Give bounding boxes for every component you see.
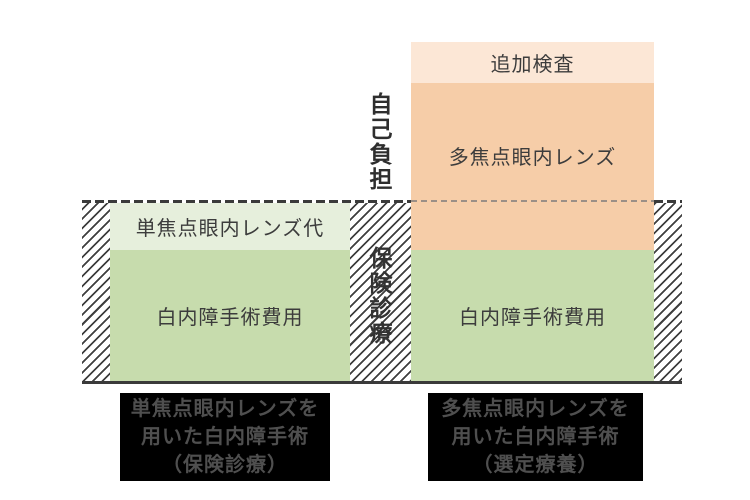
monofocal-lens-cost-section: 単焦点眼内レンズ代 [110, 203, 350, 250]
monofocal-bar-caption: 単焦点眼内レンズを 用いた白内障手術 （保険診療） [120, 393, 330, 481]
additional-exam-label: 追加検査 [490, 52, 575, 76]
surgery-cost-section-left: 白内障手術費用 [110, 250, 350, 381]
monofocal-surgery-bar: 単焦点眼内レンズ代 白内障手術費用 [110, 203, 350, 381]
additional-exam-section: 追加検査 [411, 42, 654, 83]
multifocal-bar-caption: 多焦点眼内レンズを 用いた白内障手術 （選定療養） [428, 393, 643, 481]
surgery-cost-label-right: 白内障手術費用 [459, 305, 606, 329]
self-pay-boundary-dashed-line [411, 200, 654, 202]
multifocal-surgery-bar: 追加検査 多焦点眼内レンズ 白内障手術費用 [411, 42, 654, 381]
surgery-cost-section-right: 白内障手術費用 [411, 250, 654, 381]
monofocal-lens-cost-label: 単焦点眼内レンズ代 [135, 216, 325, 240]
multifocal-lens-section: 多焦点眼内レンズ [411, 83, 654, 250]
self-pay-zone-label: 自己負担 [365, 92, 391, 192]
multifocal-lens-label: 多焦点眼内レンズ [448, 145, 617, 169]
insurance-zone-label: 保険診療 [365, 246, 391, 346]
surgery-cost-label-left: 白内障手術費用 [156, 305, 304, 329]
